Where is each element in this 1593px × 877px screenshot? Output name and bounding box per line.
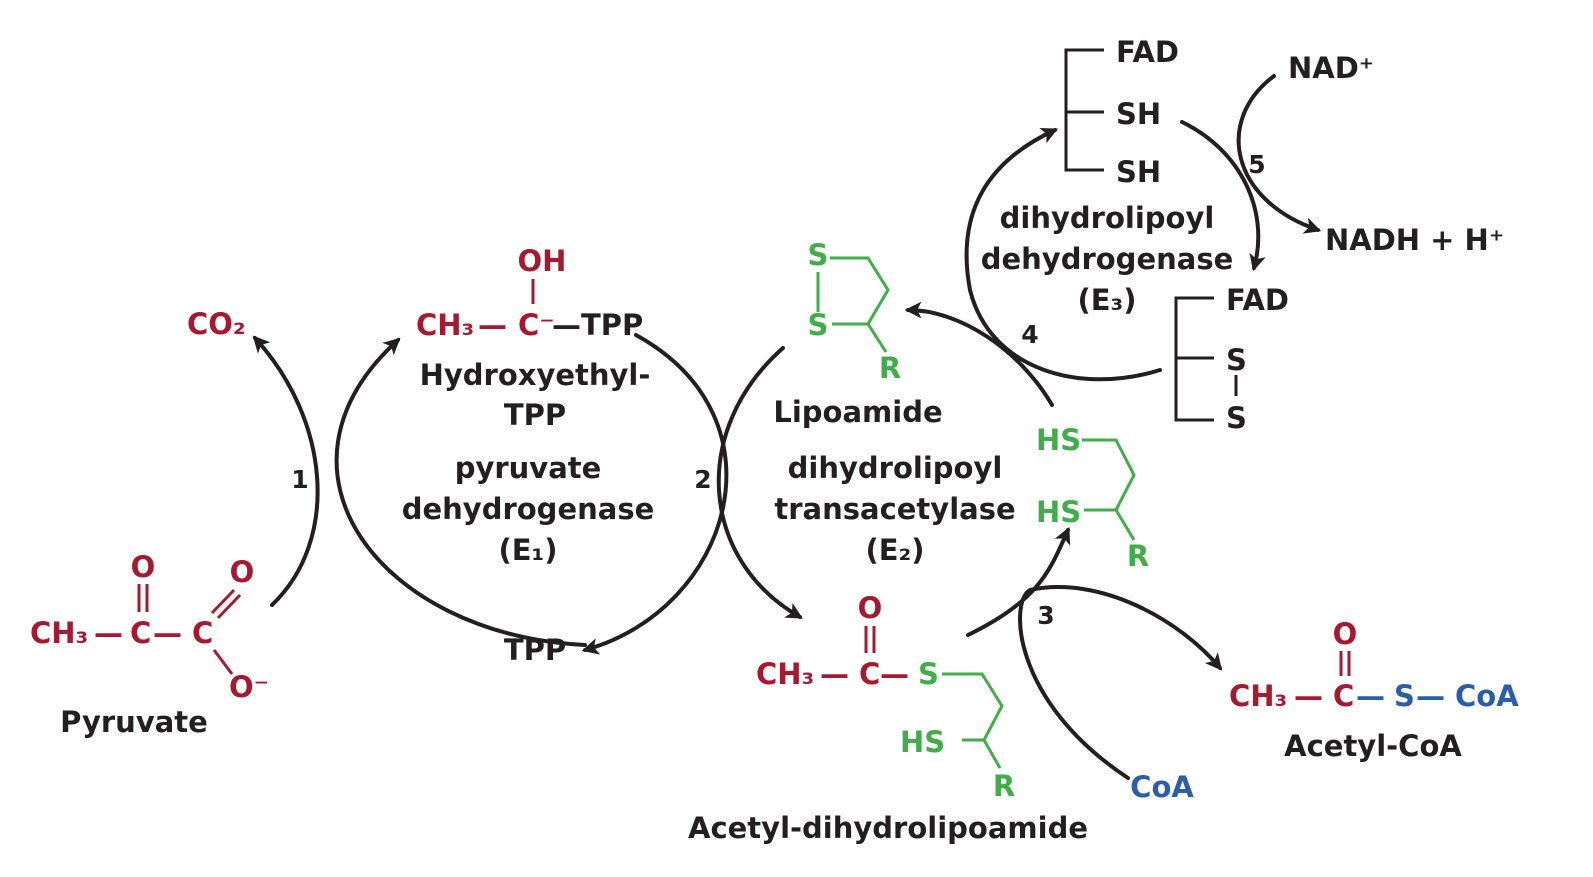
coa-label: CoA: [1130, 770, 1194, 804]
e3-oxidized-structure: FAD S S: [1174, 283, 1289, 435]
arrow-step3-to-dihydrolipoamide: [966, 526, 1071, 637]
pyruvate-bond2: —: [153, 616, 182, 650]
arrow-step5-nad-to-nadh: [1236, 74, 1322, 234]
nad-plus-label: NAD⁺: [1288, 51, 1374, 85]
arrow-step1-tpp-to-hetpp: [334, 337, 587, 647]
pyruvate-o2: O: [230, 555, 255, 589]
enzyme-e2-label: dihydrolipoyl transacetylase (E₂): [774, 451, 1015, 567]
pyruvate-c2: C: [192, 616, 213, 650]
hydroxyethyl-tpp-structure: OH CH₃ — C⁻ —TPP Hydroxyethyl- TPP: [416, 244, 650, 432]
tpp-label: TPP: [504, 633, 566, 667]
e3-line2: dehydrogenase: [981, 242, 1234, 276]
nadh-h-plus-label: NADH + H⁺: [1325, 223, 1504, 257]
acetyl-dihydrolipoamide-bond1: —: [820, 657, 849, 691]
acetyl-dihydrolipoamide-structure: O CH₃ — C — S HS R Acetyl-dihydrolipoami…: [688, 591, 1088, 845]
e2-line1: dihydrolipoyl: [788, 451, 1003, 485]
step-number-2: 2: [694, 465, 711, 494]
pyruvate-o1: O: [131, 550, 156, 584]
dihydrolipoamide-hs1: HS: [1036, 423, 1081, 457]
pyruvate-ch3: CH₃: [30, 616, 88, 650]
e3-line3: (E₃): [1077, 283, 1136, 317]
arrow-step4-to-lipoamide: [904, 301, 1054, 407]
acetyl-coa-bond1: —: [1294, 679, 1323, 713]
arrow-step4-e3-cycle: [964, 128, 1162, 382]
e3-reduced-sh1: SH: [1116, 97, 1161, 131]
e3-oxidized-fad: FAD: [1226, 283, 1289, 317]
acetyl-dihydrolipoamide-c: C: [859, 657, 880, 691]
acetyl-dihydrolipoamide-r: R: [993, 769, 1015, 803]
hetpp-name-line1: Hydroxyethyl-: [420, 358, 651, 392]
co2-label: CO₂: [187, 307, 246, 341]
acetyl-coa-bond3: —: [1416, 679, 1445, 713]
acetyl-coa-c: C: [1333, 679, 1354, 713]
e3-oxidized-s2: S: [1226, 401, 1247, 435]
acetyl-dihydrolipoamide-o: O: [858, 591, 883, 625]
lipoamide-r: R: [879, 351, 901, 385]
hetpp-bond: —: [478, 308, 507, 342]
e3-oxidized-s1: S: [1226, 343, 1247, 377]
acetyl-coa-ch3: CH₃: [1229, 679, 1287, 713]
dihydrolipoamide-r: R: [1127, 539, 1149, 573]
e1-line2: dehydrogenase: [402, 492, 655, 526]
step-number-4: 4: [1021, 320, 1038, 349]
acetyl-coa-coa: CoA: [1455, 679, 1519, 713]
acetyl-dihydrolipoamide-bond2: —: [880, 657, 909, 691]
acetyl-coa-o: O: [1333, 617, 1358, 651]
e3-reduced-fad: FAD: [1116, 35, 1179, 69]
e1-line1: pyruvate: [455, 451, 602, 485]
hetpp-tpp: —TPP: [552, 308, 643, 342]
step-number-3: 3: [1037, 601, 1054, 630]
acetyl-dihydrolipoamide-hs: HS: [900, 725, 945, 759]
lipoamide-s2: S: [808, 308, 829, 342]
lipoamide-name: Lipoamide: [773, 395, 942, 429]
arrow-step5-e3-reoxidation: [1180, 120, 1266, 272]
acetyl-coa-name: Acetyl-CoA: [1284, 729, 1462, 763]
arrow-step3-coa-to-acetylcoa: [1018, 585, 1223, 780]
step-number-1: 1: [291, 465, 308, 494]
e1-line3: (E₁): [498, 533, 557, 567]
reaction-arrows: [252, 74, 1322, 780]
enzyme-e3-label: dihydrolipoyl dehydrogenase (E₃): [981, 201, 1234, 317]
acetyl-dihydrolipoamide-ch3: CH₃: [756, 657, 814, 691]
acetyl-coa-structure: O CH₃ — C — S — CoA Acetyl-CoA: [1229, 617, 1519, 763]
e2-line3: (E₂): [865, 533, 924, 567]
pyruvate-name: Pyruvate: [60, 705, 208, 739]
hetpp-carbanion: C⁻: [518, 308, 555, 342]
dihydrolipoamide-structure: HS HS R: [1036, 423, 1149, 573]
e2-line2: transacetylase: [774, 492, 1015, 526]
acetyl-coa-bond2: —: [1356, 679, 1385, 713]
arrow-step2-lipoamide-to-acetyl: [716, 346, 803, 619]
pyruvate-structure: O O CH₃ — C — C O⁻ Pyruvate: [30, 550, 269, 739]
hetpp-oh: OH: [518, 244, 567, 278]
step-numbers: 1 2 3 4 5: [291, 150, 1265, 630]
pyruvate-ominus: O⁻: [229, 670, 269, 704]
hetpp-ch3: CH₃: [416, 308, 474, 342]
enzyme-e1-label: pyruvate dehydrogenase (E₁): [402, 451, 655, 567]
step-number-5: 5: [1248, 150, 1265, 179]
lipoamide-s1: S: [808, 238, 829, 272]
arrow-step1-co2: [252, 335, 320, 607]
pyruvate-c1: C: [130, 616, 151, 650]
acetyl-coa-s: S: [1394, 679, 1415, 713]
acetyl-dihydrolipoamide-s: S: [918, 657, 939, 691]
e3-line1: dihydrolipoyl: [1000, 201, 1215, 235]
e3-reduced-sh2: SH: [1116, 155, 1161, 189]
e3-reduced-structure: FAD SH SH: [1064, 35, 1179, 189]
lipoamide-structure: S S R Lipoamide: [773, 238, 942, 429]
hetpp-name-line2: TPP: [504, 398, 566, 432]
acetyl-dihydrolipoamide-name: Acetyl-dihydrolipoamide: [688, 811, 1088, 845]
dihydrolipoamide-hs2: HS: [1036, 495, 1081, 529]
pyruvate-bond1: —: [94, 616, 123, 650]
